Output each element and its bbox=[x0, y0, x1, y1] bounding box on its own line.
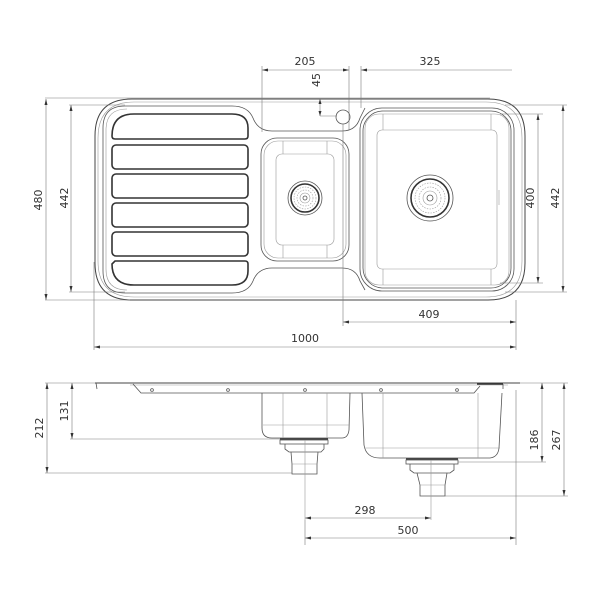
dim-label: 131 bbox=[58, 401, 71, 422]
dim-overall-depth: 480 bbox=[32, 99, 130, 301]
drainer-grooves bbox=[111, 113, 249, 286]
drainer-groove bbox=[111, 173, 249, 199]
drainer-groove bbox=[111, 113, 249, 140]
large-bowl-inner bbox=[364, 113, 510, 286]
fixing-holes bbox=[150, 388, 459, 392]
drainer-groove bbox=[111, 260, 249, 286]
drainer-area-outline bbox=[125, 105, 366, 132]
elevation-view: 212 131 186 267 bbox=[33, 382, 568, 545]
small-bowl-rim bbox=[263, 140, 347, 259]
dim-large-bowl-height: 186 bbox=[458, 382, 568, 463]
dim-overall-height: 212 bbox=[33, 382, 292, 474]
drainer-inner-edge bbox=[105, 108, 128, 291]
dim-label: 325 bbox=[420, 55, 441, 68]
large-bowl-rim bbox=[362, 110, 512, 289]
dim-large-bowl-width: 325 bbox=[360, 55, 512, 108]
dim-drainer-depth: 442 bbox=[58, 104, 125, 293]
plan-view: 205 45 325 480 bbox=[32, 55, 567, 350]
dim-small-bowl-height: 131 bbox=[58, 383, 280, 440]
dim-overall-width: 1000 bbox=[93, 262, 516, 350]
dim-label: 205 bbox=[295, 55, 316, 68]
dim-large-bowl-depth: 400 bbox=[500, 113, 543, 284]
large-bowl-elevation bbox=[361, 392, 503, 520]
drainer-groove bbox=[111, 231, 249, 257]
dim-label: 480 bbox=[32, 190, 45, 211]
dim-label: 267 bbox=[550, 430, 563, 451]
drainer-area-outline-bottom bbox=[125, 267, 366, 294]
large-bowl-floor bbox=[376, 129, 498, 270]
small-bowl-waste bbox=[287, 180, 323, 216]
dim-label: 45 bbox=[310, 73, 323, 87]
dim-label: 409 bbox=[419, 308, 440, 321]
dim-small-bowl-offset: 205 bbox=[261, 55, 350, 132]
small-bowl-outer bbox=[260, 137, 350, 262]
small-bowl-elevation bbox=[261, 392, 351, 520]
dim-large-bowl-section-width: 409 bbox=[342, 124, 517, 350]
dim-large-bowl-total-height: 267 bbox=[445, 383, 568, 497]
dim-label: 500 bbox=[398, 524, 419, 537]
large-bowl bbox=[359, 107, 515, 292]
dim-large-bowl-outer-depth: 442 bbox=[505, 104, 567, 293]
large-bowl-outer bbox=[359, 107, 515, 292]
dim-label: 186 bbox=[528, 430, 541, 451]
deck-left-edge bbox=[95, 382, 481, 394]
sink-outer-rim bbox=[97, 101, 523, 298]
dim-label: 400 bbox=[524, 188, 537, 209]
small-bowl bbox=[260, 137, 350, 262]
dim-label: 1000 bbox=[291, 332, 319, 345]
dim-half-width: 500 bbox=[304, 520, 516, 545]
dim-tap-hole-offset: 45 bbox=[310, 73, 337, 117]
dim-label: 442 bbox=[549, 188, 562, 209]
drainer-groove bbox=[111, 202, 249, 228]
dim-waste-spacing: 298 bbox=[305, 504, 431, 520]
dim-label: 212 bbox=[33, 418, 46, 439]
tap-hole bbox=[335, 109, 351, 125]
large-bowl-waste bbox=[406, 174, 454, 222]
sink-outer-outline bbox=[94, 98, 526, 301]
dim-label: 298 bbox=[355, 504, 376, 517]
drainer-left-edge bbox=[102, 105, 126, 294]
dim-label: 442 bbox=[58, 188, 71, 209]
drainer-groove bbox=[111, 144, 249, 170]
small-bowl-floor bbox=[275, 153, 335, 246]
